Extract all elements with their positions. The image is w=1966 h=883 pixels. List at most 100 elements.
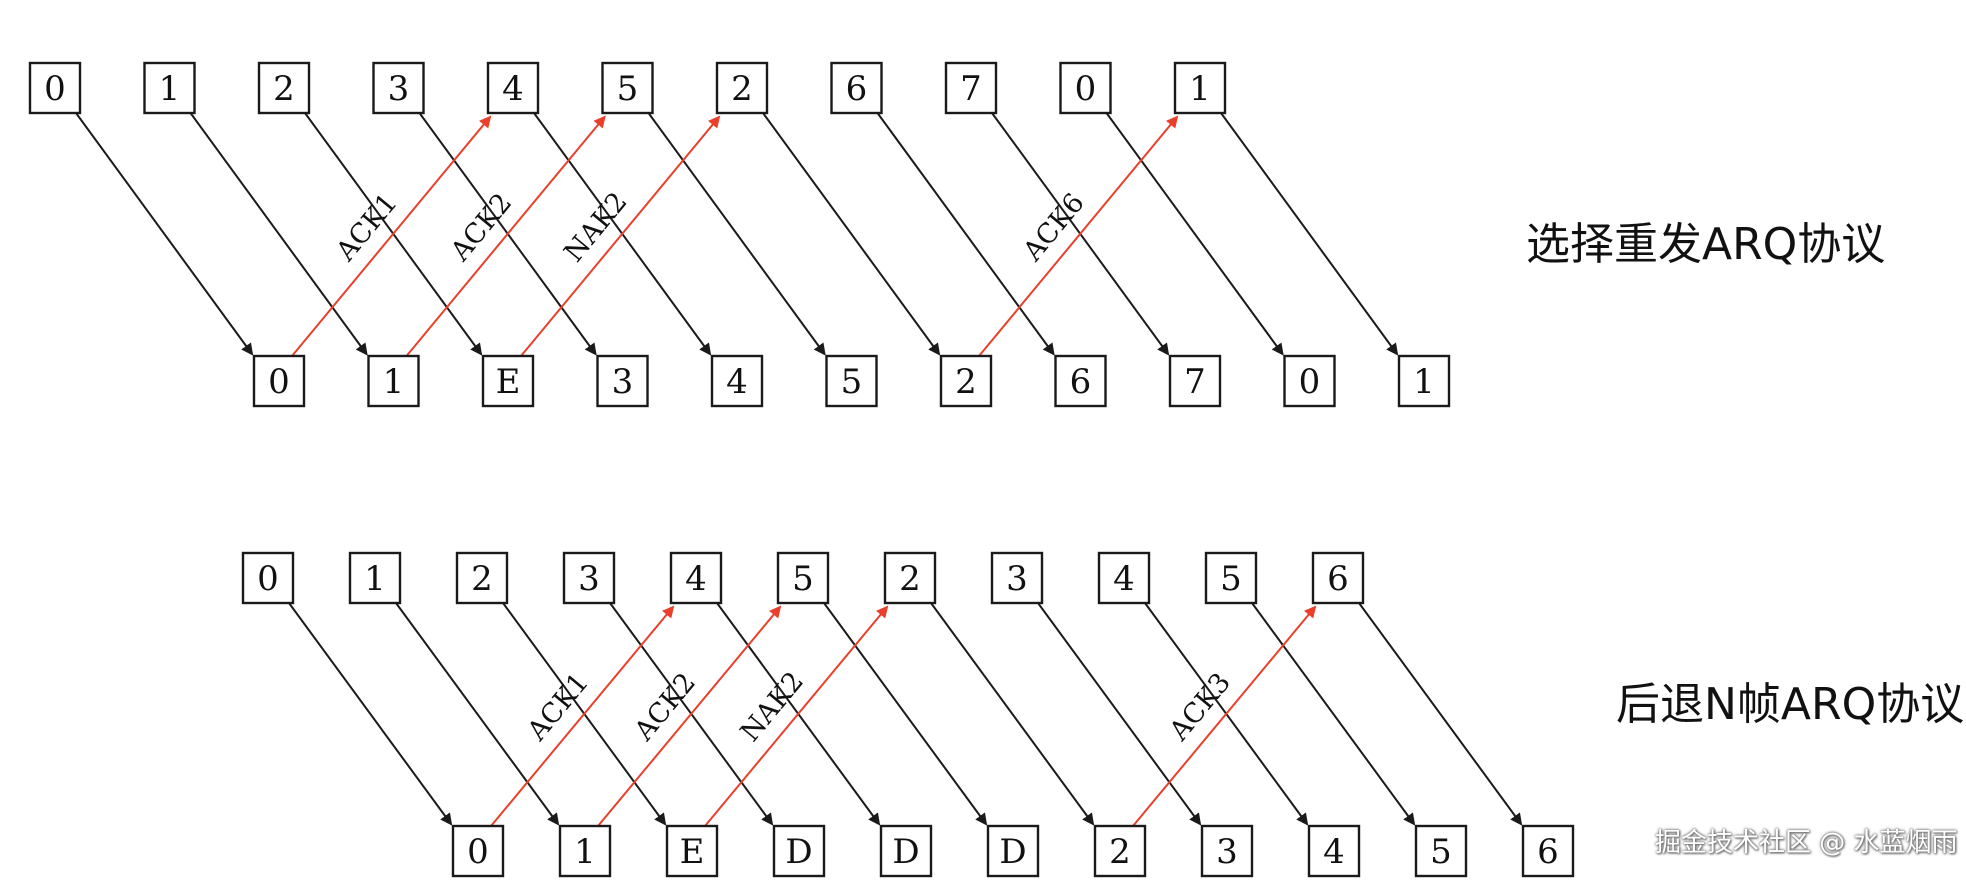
frame-box [252,354,306,408]
selective-repeat-sender-frame-9: 0 [1059,61,1112,115]
frame-number: 0 [257,559,279,599]
frame-number: 2 [899,559,921,599]
frame-box [939,354,993,408]
frame-box [257,61,311,115]
frame-number: 2 [471,559,493,599]
frame-box [241,551,295,605]
frame-box [1521,824,1575,878]
frame-number: 7 [1184,362,1206,402]
frame-number: 6 [1537,832,1559,872]
frame-number: 5 [792,559,814,599]
go-back-n-receiver-frame-8: 4 [1307,824,1361,878]
frame-number: 0 [268,362,290,402]
go-back-n-sender-frame-2: 2 [455,551,509,605]
selective-repeat-ack-label-0: ACK1 [330,188,404,268]
selective-repeat-sender-frame-1: 1 [143,61,196,115]
selective-repeat-receiver-frame-5: 5 [825,354,878,408]
frame-number: D [785,832,812,872]
frame-box [1307,824,1361,878]
frame-box [990,551,1044,605]
frame-box [1093,824,1147,878]
selective-repeat-data-arrow-0 [75,112,254,356]
frame-number: 6 [1327,559,1349,599]
frame-number: 3 [1006,559,1028,599]
selective-repeat-data-arrow-5 [647,112,826,356]
go-back-n-receiver-frame-2: E [665,824,719,878]
go-back-n-title: 后退N帧ARQ协议 [1616,679,1965,730]
frame-number: 0 [467,832,489,872]
frame-box [1059,61,1112,115]
frame-number: 1 [364,559,386,599]
go-back-n-sender-frame-4: 4 [669,551,723,605]
selective-repeat-receiver-frame-10: 1 [1397,354,1451,408]
frame-number: 6 [1070,362,1092,402]
frame-number: 2 [731,69,753,109]
frame-number: 5 [1220,559,1242,599]
selective-repeat-sender-frame-2: 2 [257,61,311,115]
frame-number: 1 [574,832,596,872]
go-back-n-ack-arrow-0 [490,605,675,827]
frame-box [669,551,723,605]
frame-number: 0 [44,69,66,109]
frame-number: 1 [383,362,405,402]
selective-repeat-title: 选择重发ARQ协议 [1526,219,1886,270]
go-back-n-ack-arrow-3 [1132,605,1317,827]
frame-number: 5 [841,362,863,402]
selective-repeat-data-arrow-6 [762,112,941,356]
frame-box [28,61,82,115]
frame-box [1097,551,1151,605]
selective-repeat-ack-arrow-1 [405,115,606,357]
go-back-n-sender-frame-8: 4 [1097,551,1151,605]
selective-repeat-ack-label-1: ACK2 [444,188,518,268]
frame-number: 4 [1323,832,1345,872]
watermark: 掘金技术社区 @ 水蓝烟雨 [1655,828,1958,858]
go-back-n-receiver-frame-9: 5 [1414,824,1468,878]
frame-box [830,61,883,115]
frame-box [486,61,540,115]
frame-box [944,61,998,115]
frame-box [367,354,420,408]
frame-box [772,824,826,878]
go-back-n-data-arrow-9 [1251,602,1416,826]
selective-repeat-sender-frame-0: 0 [28,61,82,115]
frame-box [1200,824,1254,878]
frame-box [558,824,612,878]
frame-number: E [496,362,521,402]
frame-number: 4 [685,559,707,599]
selective-repeat-data-arrow-1 [189,112,368,356]
frame-box [348,551,402,605]
frame-box [372,61,425,115]
go-back-n-sender-frame-0: 0 [241,551,295,605]
go-back-n-sender-frame-5: 5 [776,551,830,605]
go-back-n-data-arrow-1 [395,602,560,826]
go-back-n-receiver-frame-4: D [879,824,933,878]
selective-repeat-ack-arrow-2 [520,115,721,357]
frame-box [883,551,937,605]
frame-box [1397,354,1451,408]
frame-box [562,551,616,605]
frame-box [825,354,878,408]
selective-repeat-sender-frame-5: 5 [601,61,654,115]
selective-repeat-sender-frame-8: 7 [944,61,998,115]
frame-box [986,824,1040,878]
go-back-n-sender-frame-7: 3 [990,551,1044,605]
frame-number: D [892,832,919,872]
frame-number: 0 [1299,362,1321,402]
frame-box [1173,61,1227,115]
frame-box [1168,354,1222,408]
frame-box [710,354,764,408]
go-back-n-sender-frame-9: 5 [1204,551,1258,605]
go-back-n-ack-arrow-1 [597,605,782,827]
frame-box [1054,354,1107,408]
go-back-n-receiver-frame-5: D [986,824,1040,878]
frame-box [1311,551,1365,605]
go-back-n-receiver-frame-0: 0 [451,824,505,878]
frame-number: 0 [1075,69,1097,109]
selective-repeat-data-arrow-9 [1105,112,1284,356]
go-back-n-receiver-frame-6: 2 [1093,824,1147,878]
frame-number: E [680,832,705,872]
selective-repeat-data-arrow-10 [1220,112,1399,356]
selective-repeat-sender-frame-3: 3 [372,61,425,115]
selective-repeat-sender-frame-10: 1 [1173,61,1227,115]
